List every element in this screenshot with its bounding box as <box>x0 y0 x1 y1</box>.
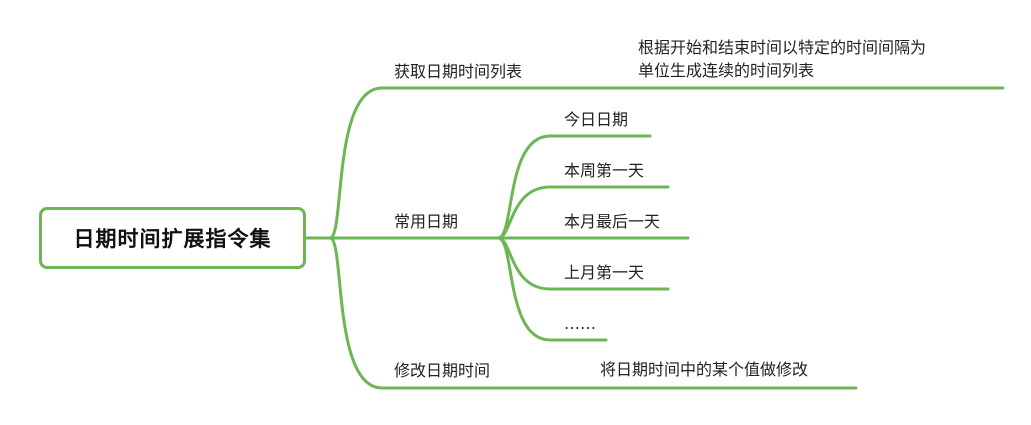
connector-root-get-range <box>304 86 1005 240</box>
connector-common-dates-child-5 <box>496 236 608 342</box>
branch-label-common-dates: 常用日期 <box>394 212 459 231</box>
branch-note-get-range-line-1: 根据开始和结束时间以特定的时间间隔为 <box>638 38 927 57</box>
branch-label-modify: 修改日期时间 <box>394 361 491 380</box>
child-label-3: 本月最后一天 <box>564 212 661 231</box>
branch-label-get-range: 获取日期时间列表 <box>394 62 523 81</box>
branch-note-get-range-line-2: 单位生成连续的时间列表 <box>638 61 815 80</box>
root-node: 日期时间扩展指令集 <box>39 207 306 269</box>
child-label-4: 上月第一天 <box>564 263 645 282</box>
connector-common-dates-child-2 <box>496 185 670 240</box>
child-label-1: 今日日期 <box>564 110 629 129</box>
connector-root-modify <box>328 236 858 390</box>
child-label-5: …… <box>564 314 596 333</box>
child-label-2: 本周第一天 <box>564 161 645 180</box>
branch-note-modify-line-1: 将日期时间中的某个值做修改 <box>600 360 809 379</box>
root-label: 日期时间扩展指令集 <box>73 227 272 251</box>
